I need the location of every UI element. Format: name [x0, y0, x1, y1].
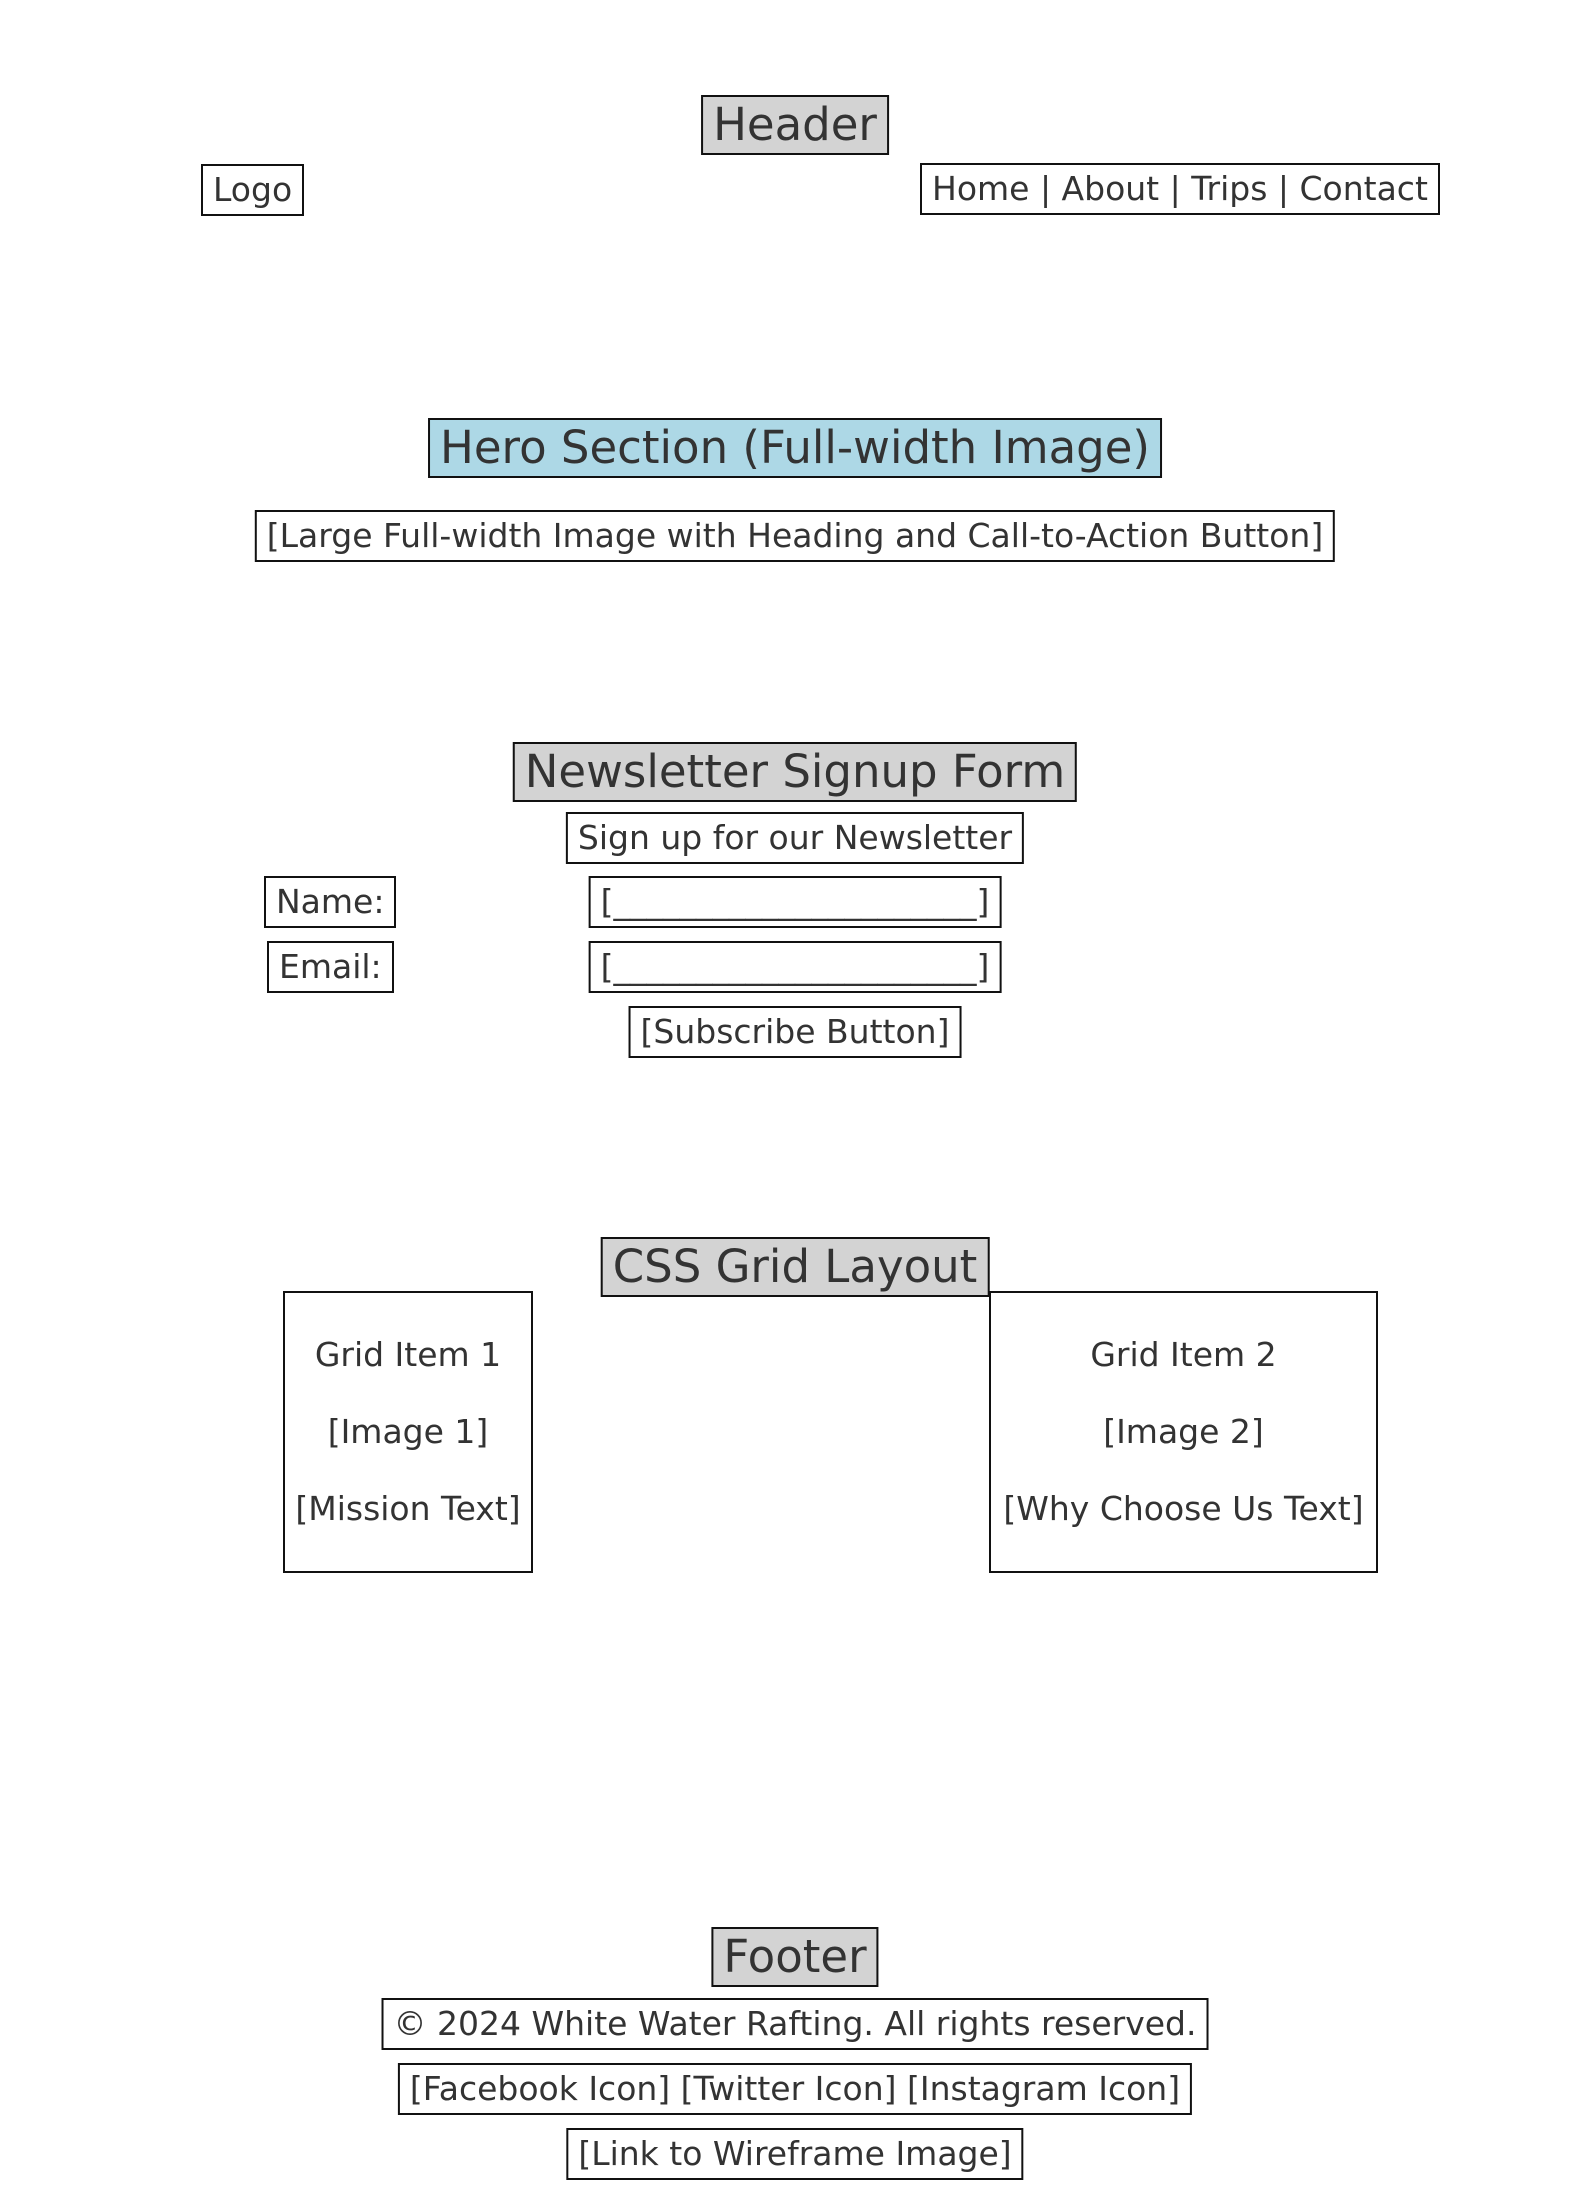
grid-item-2-text: [Why Choose Us Text]	[1003, 1489, 1364, 1529]
logo[interactable]: Logo	[201, 164, 305, 216]
newsletter-subtitle: Sign up for our Newsletter	[565, 812, 1025, 864]
grid-item-2-label: Grid Item 2	[1090, 1334, 1277, 1374]
grid-item-2: Grid Item 2 [Image 2] [Why Choose Us Tex…	[989, 1291, 1378, 1574]
social-icons[interactable]: [Facebook Icon] [Twitter Icon] [Instagra…	[397, 2063, 1193, 2115]
grid-item-1: Grid Item 1 [Image 1] [Mission Text]	[283, 1291, 533, 1574]
hero-title: Hero Section (Full-width Image)	[428, 418, 1162, 478]
wireframe-link[interactable]: [Link to Wireframe Image]	[566, 2128, 1024, 2180]
email-input[interactable]: [______________________]	[588, 941, 1002, 993]
subscribe-button[interactable]: [Subscribe Button]	[628, 1006, 962, 1058]
grid-item-1-image: [Image 1]	[327, 1411, 489, 1451]
grid-item-1-label: Grid Item 1	[314, 1334, 502, 1374]
grid-item-1-text: [Mission Text]	[295, 1489, 521, 1529]
newsletter-title: Newsletter Signup Form	[512, 742, 1078, 802]
name-label: Name:	[264, 876, 397, 928]
hero-image-placeholder: [Large Full-width Image with Heading and…	[254, 510, 1336, 562]
header-title: Header	[701, 95, 889, 155]
email-label: Email:	[267, 941, 394, 993]
footer-title: Footer	[711, 1927, 879, 1987]
footer-copyright: © 2024 White Water Rafting. All rights r…	[381, 1998, 1209, 2050]
nav-links[interactable]: Home | About | Trips | Contact	[920, 163, 1440, 215]
name-input[interactable]: [______________________]	[588, 876, 1002, 928]
grid-title: CSS Grid Layout	[600, 1237, 990, 1297]
grid-item-2-image: [Image 2]	[1103, 1411, 1264, 1451]
